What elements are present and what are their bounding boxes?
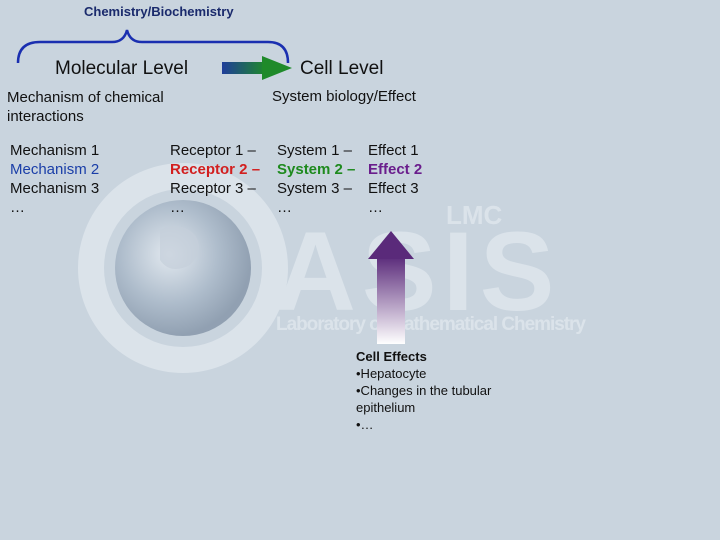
mechanism-caption: Mechanism of chemical interactions: [7, 89, 164, 125]
effect-item: …: [368, 199, 383, 216]
effect-item: Effect 1: [368, 142, 419, 159]
cell-effect-item: •Changes in the tubular epithelium: [356, 383, 492, 415]
mechanism-list: Mechanism 1 Mechanism 2 Mechanism 3 …: [10, 141, 99, 217]
effect-item: Effect 2: [368, 161, 423, 178]
curly-brace: [16, 29, 290, 64]
effect-item: Effect 3: [368, 180, 419, 197]
mechanism-item: …: [10, 199, 25, 216]
receptor-item: …: [170, 199, 185, 216]
watermark-o-ring: [78, 163, 288, 373]
cell-effects-box: Cell Effects •Hepatocyte •Changes in the…: [356, 348, 526, 433]
receptor-list: Receptor 1 – Receptor 2 – Receptor 3 – …: [170, 141, 260, 217]
system-item: System 2 –: [277, 161, 356, 178]
up-arrow: [368, 231, 414, 344]
receptor-item: Receptor 2 –: [170, 161, 261, 178]
watermark-lab-text: Laboratory of Mathematical Chemistry: [276, 314, 586, 335]
right-arrow: [222, 56, 292, 80]
effect-list: Effect 1 Effect 2 Effect 3 …: [368, 141, 422, 217]
top-label: Chemistry/Biochemistry: [84, 4, 234, 19]
receptor-item: Receptor 3 –: [170, 180, 256, 197]
system-item: System 3 –: [277, 180, 353, 197]
system-item: System 1 –: [277, 142, 353, 159]
cell-effect-item: •Hepatocyte: [356, 366, 427, 381]
system-list: System 1 – System 2 – System 3 – …: [277, 141, 355, 217]
cell-effects-title: Cell Effects: [356, 349, 427, 364]
system-item: …: [277, 199, 292, 216]
watermark-lmc-text: LMC: [446, 200, 503, 230]
watermark-globe: [115, 200, 251, 336]
watermark-asis-text: ASIS: [275, 209, 560, 334]
mechanism-item: Mechanism 1: [10, 142, 100, 159]
system-caption: System biology/Effect: [272, 88, 416, 105]
cell-effect-item: •…: [356, 417, 374, 432]
molecular-level-heading: Molecular Level: [55, 58, 189, 79]
receptor-item: Receptor 1 –: [170, 142, 256, 159]
mechanism-item: Mechanism 3: [10, 180, 100, 197]
mechanism-item: Mechanism 2: [10, 161, 100, 178]
cell-level-heading: Cell Level: [300, 58, 384, 79]
